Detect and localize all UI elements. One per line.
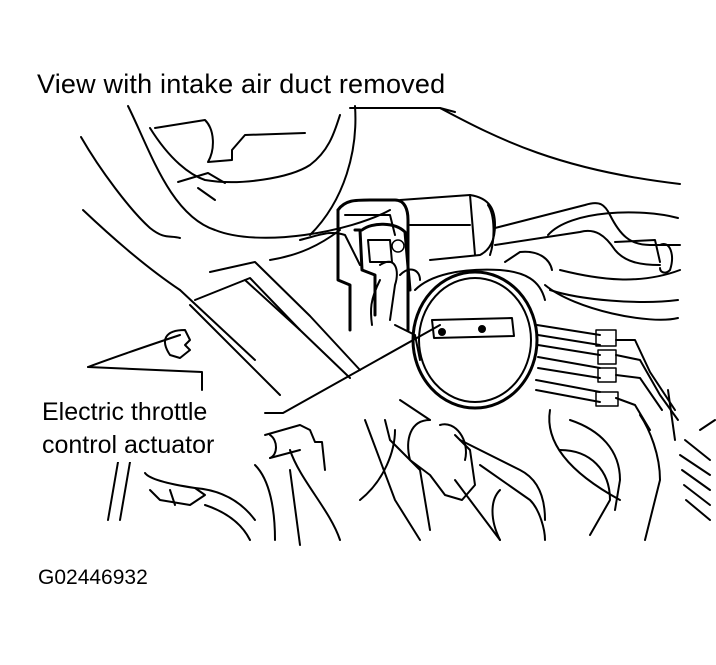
callout-electric-throttle-control-actuator: Electric throttle control actuator xyxy=(42,396,219,462)
throttle-bore xyxy=(411,270,539,410)
callout-leader-line xyxy=(264,324,441,414)
callout-line-2: control actuator xyxy=(42,431,215,459)
figure-id: G02446932 xyxy=(38,566,148,589)
intake-hose-outline xyxy=(127,105,391,239)
view-title: View with intake air duct removed xyxy=(37,69,446,99)
fuel-pipe xyxy=(494,202,681,246)
callout-line-1: Electric throttle xyxy=(42,398,208,426)
duct-edge-line xyxy=(349,107,681,185)
connector-housing xyxy=(336,208,352,332)
throttle-plate xyxy=(431,317,515,339)
